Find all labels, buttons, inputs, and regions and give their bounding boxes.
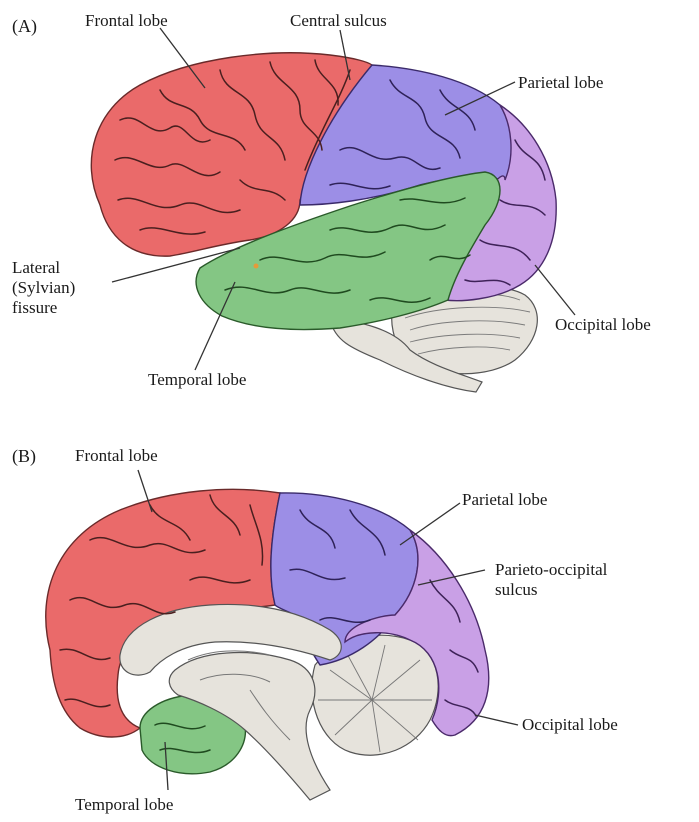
- label-parieto-occipital-line2: sulcus: [495, 580, 675, 600]
- label-temporal-lobe-b: Temporal lobe: [75, 795, 173, 815]
- label-lateral-fissure: Lateral (Sylvian) fissure: [12, 258, 112, 318]
- brain-lateral-view: [91, 28, 575, 392]
- label-parieto-occipital-line1: Parieto-occipital: [495, 560, 675, 580]
- label-parietal-lobe-b: Parietal lobe: [462, 490, 547, 510]
- label-parietal-lobe-a: Parietal lobe: [518, 73, 603, 93]
- brain-medial-view: [46, 470, 518, 800]
- label-central-sulcus: Central sulcus: [290, 11, 387, 31]
- label-lateral-fissure-line2: (Sylvian): [12, 278, 112, 298]
- label-lateral-fissure-line3: fissure: [12, 298, 112, 318]
- panel-a-tag: (A): [12, 16, 37, 36]
- label-occipital-lobe-b: Occipital lobe: [522, 715, 618, 735]
- label-parieto-occipital-sulcus: Parieto-occipital sulcus: [495, 560, 675, 600]
- label-temporal-lobe-a: Temporal lobe: [148, 370, 246, 390]
- panel-b-tag: (B): [12, 446, 36, 466]
- label-occipital-lobe-a: Occipital lobe: [555, 315, 651, 335]
- label-lateral-fissure-line1: Lateral: [12, 258, 112, 278]
- label-frontal-lobe-b: Frontal lobe: [75, 446, 158, 466]
- label-frontal-lobe-a: Frontal lobe: [85, 11, 168, 31]
